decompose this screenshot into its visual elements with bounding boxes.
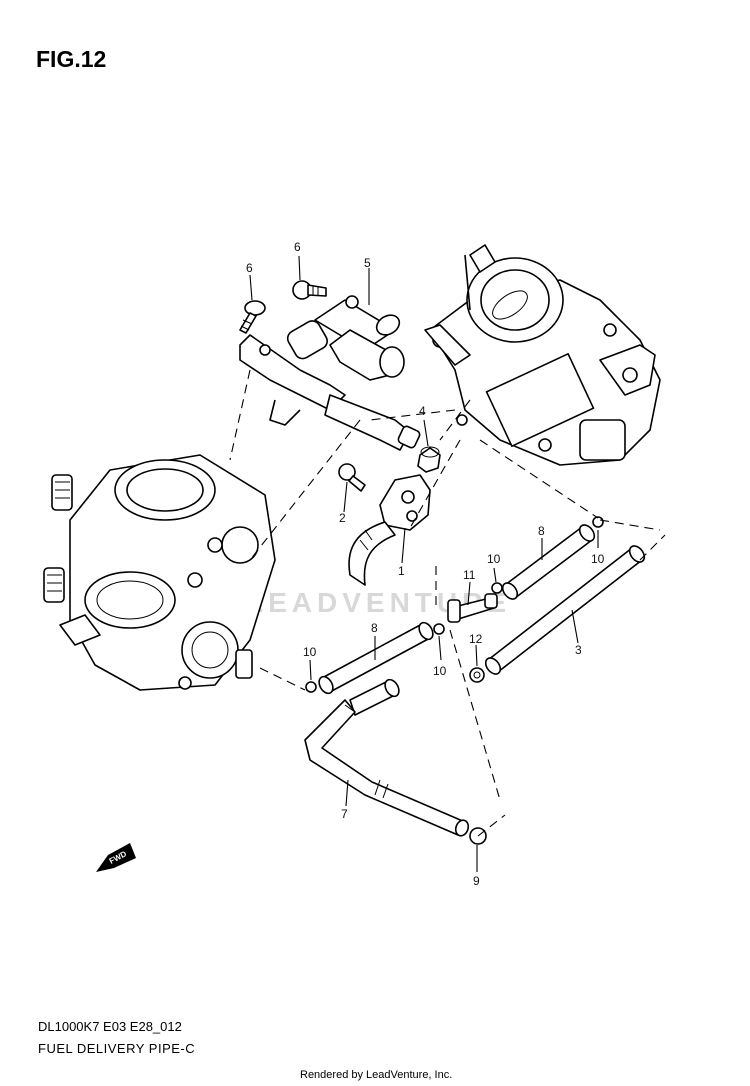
callout-3: 3 <box>575 643 582 657</box>
callout-6-left: 6 <box>246 261 253 275</box>
clip-10-d <box>305 681 317 693</box>
clip-10-c <box>433 623 445 635</box>
clamp-12 <box>469 667 485 683</box>
joint-11 <box>447 593 498 623</box>
clip-10-a <box>592 516 604 528</box>
clip-10-b <box>491 582 503 594</box>
assembly-lines <box>229 369 666 837</box>
callout-11: 11 <box>463 568 476 582</box>
leader-lines <box>249 255 599 872</box>
rendered-by: Rendered by LeadVenture, Inc. <box>300 1069 453 1081</box>
hose-7 <box>304 678 470 837</box>
callout-10-d: 10 <box>303 645 317 659</box>
callout-12: 12 <box>469 632 483 646</box>
callout-10-a: 10 <box>591 552 605 566</box>
fuel-delivery-pipe <box>239 295 421 451</box>
cap-4 <box>417 446 441 473</box>
front-throttle-body <box>43 454 276 691</box>
hose-3 <box>484 545 646 675</box>
holder-1 <box>348 474 431 586</box>
rear-throttle-body <box>424 244 661 466</box>
screw-2 <box>338 463 366 492</box>
screw-6-left <box>239 300 266 334</box>
callout-2: 2 <box>339 511 346 525</box>
figure-title: FIG.12 <box>36 46 107 72</box>
figure-name: FUEL DELIVERY PIPE-C <box>38 1041 196 1056</box>
fwd-arrow-icon: FWD <box>96 843 136 872</box>
callout-8-left: 8 <box>371 621 378 635</box>
callout-10-b: 10 <box>487 552 501 566</box>
hose-8-left <box>318 621 434 695</box>
callout-6-right: 6 <box>294 240 301 254</box>
callout-10-c: 10 <box>433 664 447 678</box>
callout-5: 5 <box>364 256 371 270</box>
callout-9: 9 <box>473 874 480 888</box>
figure-code: DL1000K7 E03 E28_012 <box>38 1019 182 1034</box>
callout-8-right: 8 <box>538 524 545 538</box>
callout-1: 1 <box>398 564 405 578</box>
screw-6-right <box>292 280 327 300</box>
hose-8-right <box>501 524 596 600</box>
callout-4: 4 <box>419 404 426 418</box>
callout-7: 7 <box>341 807 348 821</box>
